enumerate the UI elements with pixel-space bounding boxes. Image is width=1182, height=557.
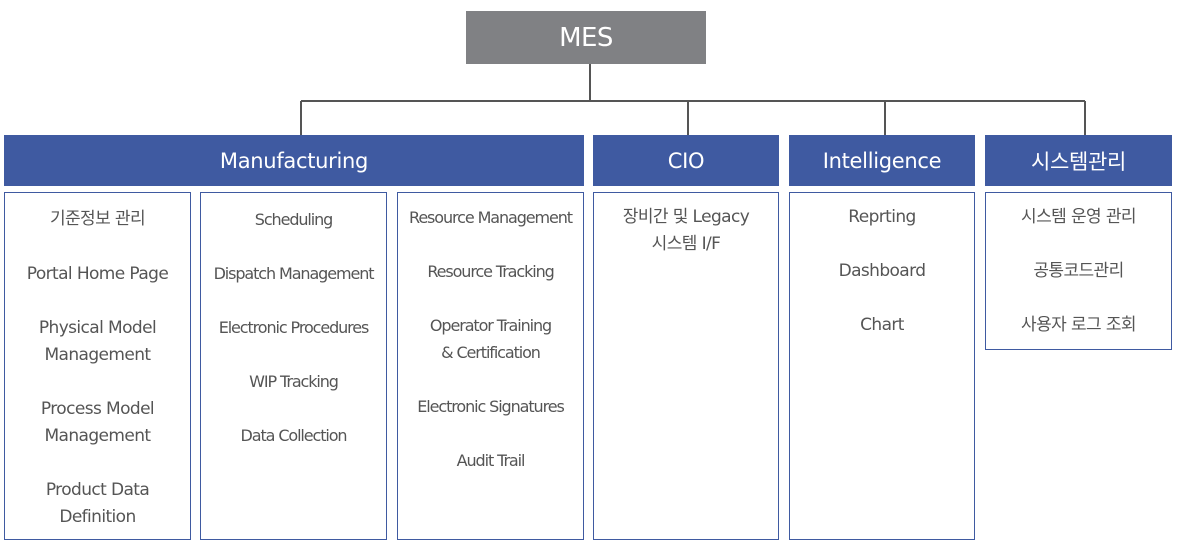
header-cio-label: CIO (667, 148, 705, 173)
panel-system: 시스템 운영 관리 공통코드관리 사용자 로그 조회 (985, 192, 1172, 350)
list-item: Electronic Procedures (218, 318, 370, 337)
panel-intelligence: Reprting Dashboard Chart (789, 192, 975, 540)
list-item: 공통코드관리 (1033, 261, 1124, 281)
panel-manufacturing-col-3: Resource Management Resource Tracking Op… (397, 192, 584, 540)
list-item: Dashboard (838, 261, 926, 281)
header-intelligence-label: Intelligence (822, 148, 942, 173)
list-item: 장비간 및 Legacy 시스템 I/F (622, 207, 750, 254)
list-item: Operator Training & Certification (429, 316, 552, 362)
list-item: 시스템 운영 관리 (1021, 207, 1136, 227)
header-system-label: 시스템관리 (1030, 149, 1127, 174)
list-item: Electronic Signatures (417, 397, 564, 416)
list-item: Reprting (848, 207, 916, 227)
header-intelligence: Intelligence (789, 135, 975, 186)
header-system: 시스템관리 (985, 135, 1172, 186)
list-item: Physical Model Management (38, 318, 157, 365)
panel-cio: 장비간 및 Legacy 시스템 I/F (593, 192, 779, 540)
header-cio: CIO (593, 135, 779, 186)
list-item: Resource Management (409, 208, 573, 227)
header-manufacturing-label: Manufacturing (219, 148, 369, 173)
panel-manufacturing-col-1: 기준정보 관리 Portal Home Page Physical Model … (4, 192, 191, 540)
root-node-label: MES (559, 22, 613, 53)
root-node-mes: MES (466, 11, 706, 64)
list-item: Chart (860, 315, 904, 335)
list-item: Data Collection (240, 426, 348, 445)
panel-manufacturing-col-2: Scheduling Dispatch Management Electroni… (200, 192, 387, 540)
list-item: Dispatch Management (213, 264, 375, 283)
header-manufacturing: Manufacturing (4, 135, 584, 186)
list-item: Process Model Management (40, 399, 155, 446)
list-item: Portal Home Page (26, 264, 169, 284)
list-item: Scheduling (254, 210, 334, 229)
list-item: 기준정보 관리 (49, 209, 146, 229)
list-item: Resource Tracking (427, 262, 554, 281)
list-item: 사용자 로그 조회 (1021, 315, 1136, 335)
list-item: WIP Tracking (249, 372, 339, 391)
list-item: Audit Trail (456, 451, 526, 470)
list-item: Product Data Definition (45, 480, 150, 527)
